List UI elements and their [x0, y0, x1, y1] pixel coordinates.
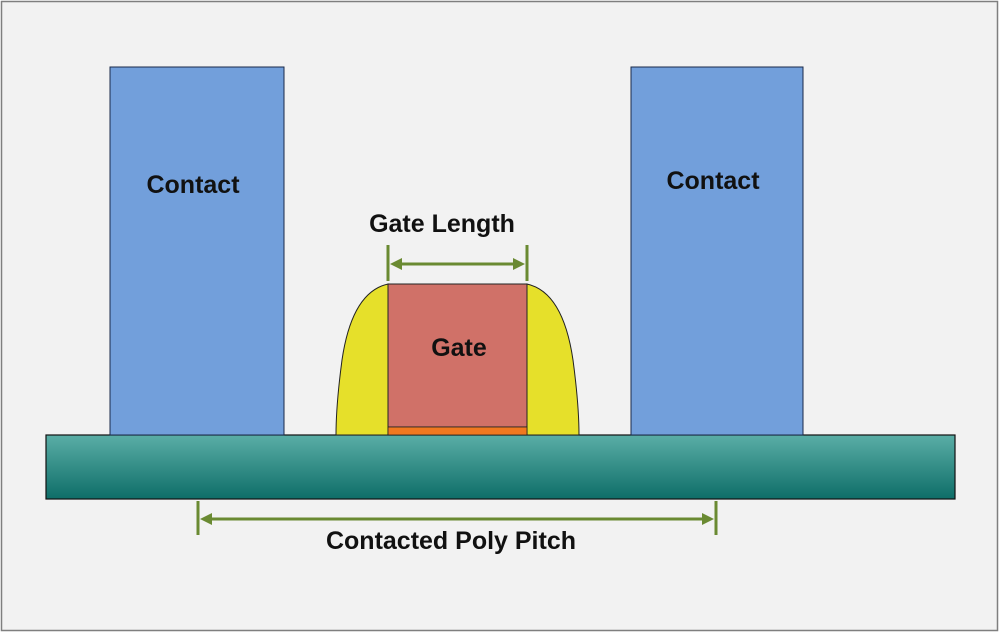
contact-left	[109, 66, 285, 436]
gate	[387, 283, 528, 428]
contacted-poly-pitch-dimension	[196, 501, 718, 535]
gate-length-label: Gate Length	[369, 210, 515, 238]
substrate	[45, 434, 956, 500]
spacer-right	[526, 283, 580, 436]
contact-right	[630, 66, 804, 436]
contacted-poly-pitch-label: Contacted Poly Pitch	[326, 527, 576, 555]
gate-oxide	[387, 426, 528, 436]
gate-length-dimension	[386, 245, 529, 281]
gate-label: Gate	[431, 334, 487, 362]
spacer-left	[335, 283, 389, 436]
contact-left-label: Contact	[146, 171, 240, 199]
contact-right-label: Contact	[666, 167, 760, 195]
